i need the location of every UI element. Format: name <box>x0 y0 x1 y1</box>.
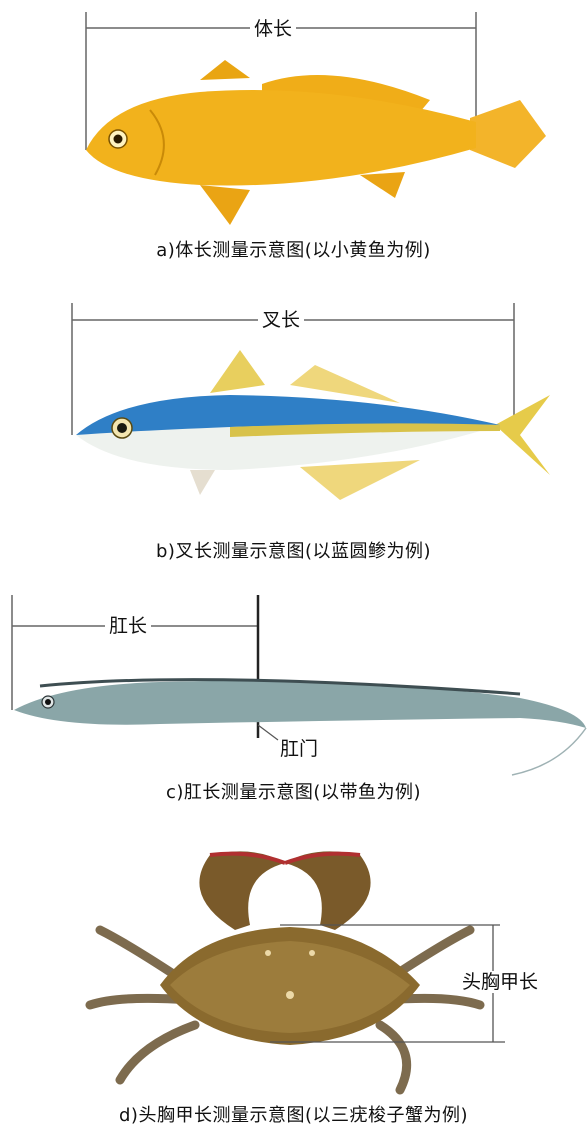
caption-c: c)肛长测量示意图(以带鱼为例) <box>0 782 587 804</box>
panel-c: 肛长 肛门 c)肛长测量示意图(以带鱼为例) <box>0 590 587 820</box>
panel-b: 叉长 b)叉长测量示意图(以蓝圆鲹为例) <box>0 285 587 575</box>
hairtail <box>14 680 586 775</box>
yellow-croaker <box>86 60 546 225</box>
caption-d: d)头胸甲长测量示意图(以三疣梭子蟹为例) <box>0 1105 587 1127</box>
swimming-crab <box>90 851 480 1090</box>
caption-b: b)叉长测量示意图(以蓝圆鲹为例) <box>0 541 587 563</box>
round-scad <box>76 350 550 500</box>
body-length-label: 体长 <box>250 18 296 40</box>
panel-a: 体长 a)体长测量示意图(以小黄鱼为例) <box>0 0 587 270</box>
yellow-croaker-figure <box>0 0 587 270</box>
fork-length-label: 叉长 <box>258 309 304 331</box>
panel-d: 头胸甲长 d)头胸甲长测量示意图(以三疣梭子蟹为例) <box>0 835 587 1137</box>
anus-pointer <box>258 725 278 740</box>
carapace-length-label: 头胸甲长 <box>458 971 542 993</box>
anus-label: 肛门 <box>280 738 318 760</box>
anal-length-label: 肛长 <box>105 615 151 637</box>
caption-a: a)体长测量示意图(以小黄鱼为例) <box>0 240 587 262</box>
